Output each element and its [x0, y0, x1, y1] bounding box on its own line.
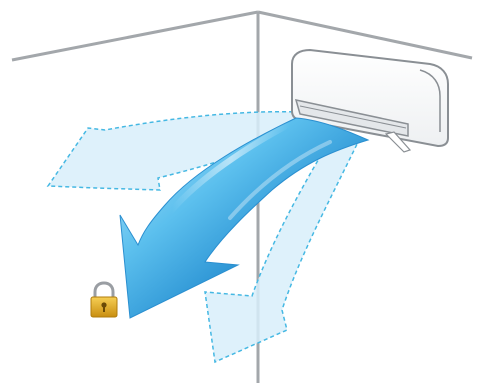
ceiling-left-edge	[11, 10, 259, 62]
curved-down-arrow-icon	[119, 117, 370, 319]
ceiling-right-edge	[257, 10, 473, 60]
air-conditioner-icon	[291, 48, 449, 153]
padlock-icon	[90, 281, 118, 318]
airflow-swing-down	[204, 137, 362, 364]
